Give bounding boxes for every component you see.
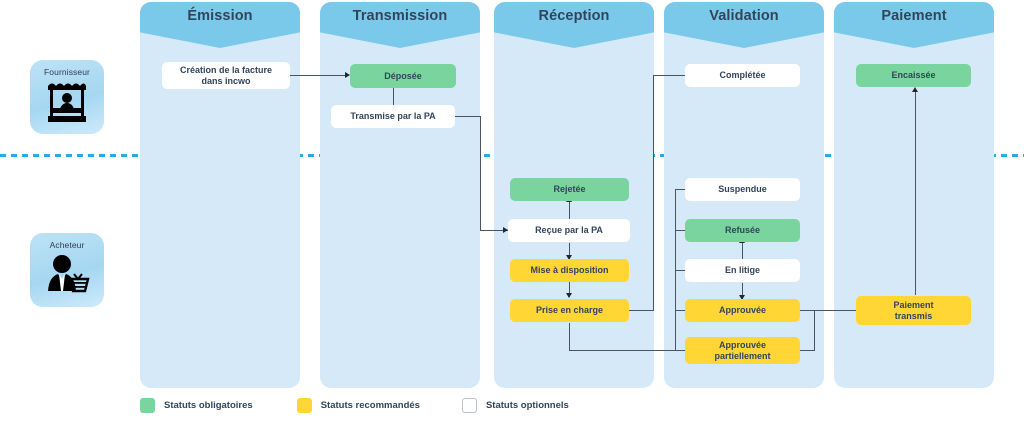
connector-mise-to-prise [569,281,571,297]
status-node-recue-par-la-pa[interactable]: Reçue par la PA [508,219,630,242]
status-node-refusee[interactable]: Refusée [685,219,800,242]
legend: Statuts obligatoires Statuts recommandés… [140,398,569,413]
legend-swatch-white [461,398,477,413]
connector-trunk-to-suspendue [675,189,689,191]
legend-item-recommandes: Statuts recommandés [296,398,420,413]
connector-trunk-to-refusee [675,230,689,232]
legend-item-obligatoires: Statuts obligatoires [140,398,253,413]
connector-recue-to-mise [569,243,571,259]
legend-item-optionnels: Statuts optionnels [461,398,569,413]
legend-swatch-green [140,398,155,413]
connector-trunk-to-approuvee-part [675,350,689,352]
connector-prise-to-trunk [569,350,676,352]
status-node-encaissee[interactable]: Encaissée [856,64,971,87]
connector-approuvee-to-paiement [798,310,860,312]
market-stall-vendor-icon [44,80,90,129]
actor-fournisseur: Fournisseur [30,60,104,134]
connector-enlitige-to-approuvee [742,283,744,299]
phase-header-emission-label: Émission [187,8,253,24]
connector-completee-left [653,75,685,77]
actor-fournisseur-label: Fournisseur [44,67,90,77]
connector-completee-down [653,75,655,311]
connector-recue-to-rejetee [569,202,571,219]
status-node-mise-a-disposition[interactable]: Mise à disposition [510,259,629,282]
connector-transmise-right [455,116,481,118]
phase-column-paiement: Paiement [834,2,994,388]
phase-header-paiement: Paiement [834,2,994,48]
actor-acheteur: Acheteur [30,233,104,307]
phase-header-reception-label: Réception [538,8,610,24]
legend-label-optionnels: Statuts optionnels [485,400,569,411]
phase-column-emission: Émission [140,2,300,388]
status-node-transmise-par-la-pa[interactable]: Transmise par la PA [331,105,455,128]
status-node-approuvee[interactable]: Approuvée [685,299,800,322]
phase-header-validation-label: Validation [709,8,779,24]
status-node-prise-en-charge[interactable]: Prise en charge [510,299,629,322]
connector-deposee-to-transmise [393,88,395,110]
phase-header-paiement-label: Paiement [881,8,947,24]
phase-header-emission: Émission [140,2,300,48]
phase-header-transmission: Transmission [320,2,480,48]
legend-label-recommandes: Statuts recommandés [320,400,420,411]
connector-transmise-down [480,116,482,231]
arrowhead-prise-in [565,293,572,298]
legend-label-obligatoires: Statuts obligatoires [164,400,253,411]
arrowhead-deposee-in [345,71,350,78]
actor-acheteur-label: Acheteur [49,240,85,250]
connector-enlitige-to-refusee [742,243,744,259]
arrowhead-recue-in [503,226,508,233]
phase-header-reception: Réception [494,2,654,48]
connector-approuvee-part-right [798,350,815,352]
connector-prise-down [569,323,571,351]
phase-header-validation: Validation [664,2,824,48]
connector-creation-to-deposee [290,75,345,77]
arrowhead-approuvee-from-enlitige [738,295,745,300]
status-node-creation-facture[interactable]: Création de la facture dans incwo [162,62,290,89]
arrowhead-mise-in [565,255,572,260]
status-node-rejetee[interactable]: Rejetée [510,178,629,201]
status-node-paiement-transmis[interactable]: Paiement transmis [856,296,971,325]
status-node-suspendue[interactable]: Suspendue [685,178,800,201]
connector-paiement-to-encaissee [915,92,917,295]
arrowhead-encaissee-in [911,87,918,92]
status-node-en-litige[interactable]: En litige [685,259,800,282]
connector-transmise-to-recue [480,230,508,232]
connector-completee-to-prise [628,310,654,312]
buyer-with-basket-icon [44,253,90,300]
phase-header-transmission-label: Transmission [352,8,448,24]
connector-approuvee-part-up [814,310,816,351]
status-node-completee[interactable]: Complétée [685,64,800,87]
connector-trunk-to-enlitige [675,270,689,272]
phase-column-transmission: Transmission [320,2,480,388]
status-node-deposee[interactable]: Déposée [350,64,456,88]
legend-swatch-yellow [296,398,312,413]
status-node-approuvee-partiellement[interactable]: Approuvée partiellement [685,337,800,364]
connector-trunk-to-approuvee [675,310,689,312]
